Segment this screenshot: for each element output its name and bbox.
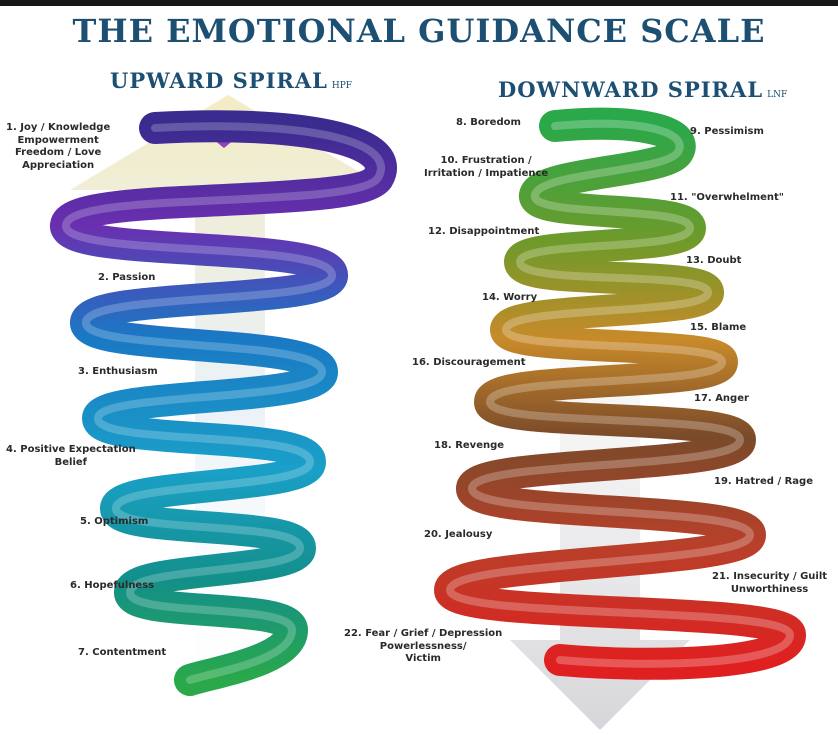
label-overwhelment: 11. "Overwhelment" [670, 192, 785, 203]
label-pessimism: 9. Pessimism [690, 126, 764, 137]
upward-spiral-ribbon [50, 110, 397, 696]
label-positive-expectation: 4. Positive Expectation Belief [6, 444, 136, 468]
label-hatred-rage: 19. Hatred / Rage [714, 476, 813, 487]
label-fear-grief: 22. Fear / Grief / Depression Powerlessn… [344, 628, 503, 664]
label-frustration: 10. Frustration / Irritation / Impatienc… [424, 155, 549, 179]
label-doubt: 13. Doubt [686, 255, 742, 266]
upward-spiral-heading-text: UPWARD SPIRAL [110, 68, 328, 93]
label-insecurity-guilt: 21. Insecurity / Guilt Unworthiness [712, 571, 828, 595]
downward-spiral-tag: LNF [767, 90, 788, 100]
label-passion: 2. Passion [98, 272, 156, 283]
label-discouragement: 16. Discouragement [412, 357, 526, 368]
downward-spiral-heading-text: DOWNWARD SPIRAL [498, 77, 764, 102]
label-jealousy: 20. Jealousy [424, 529, 493, 540]
label-contentment: 7. Contentment [78, 647, 167, 658]
label-disappointment: 12. Disappointment [428, 226, 540, 237]
label-boredom: 8. Boredom [456, 117, 521, 128]
label-joy: 1. Joy / Knowledge Empowerment Freedom /… [6, 122, 111, 171]
label-optimism: 5. Optimism [80, 516, 149, 527]
upward-spiral-tag: HPF [331, 81, 353, 91]
label-worry: 14. Worry [482, 292, 538, 303]
label-revenge: 18. Revenge [434, 440, 505, 451]
label-blame: 15. Blame [690, 322, 747, 333]
label-hopefulness: 6. Hopefulness [70, 580, 155, 591]
page-title: THE EMOTIONAL GUIDANCE SCALE [72, 12, 766, 50]
top-border [0, 0, 838, 6]
upward-spiral-highlight [62, 122, 385, 684]
downward-spiral-ribbon [433, 107, 807, 680]
downward-spiral-highlight [445, 119, 795, 668]
label-enthusiasm: 3. Enthusiasm [78, 366, 158, 377]
label-anger: 17. Anger [694, 393, 749, 404]
